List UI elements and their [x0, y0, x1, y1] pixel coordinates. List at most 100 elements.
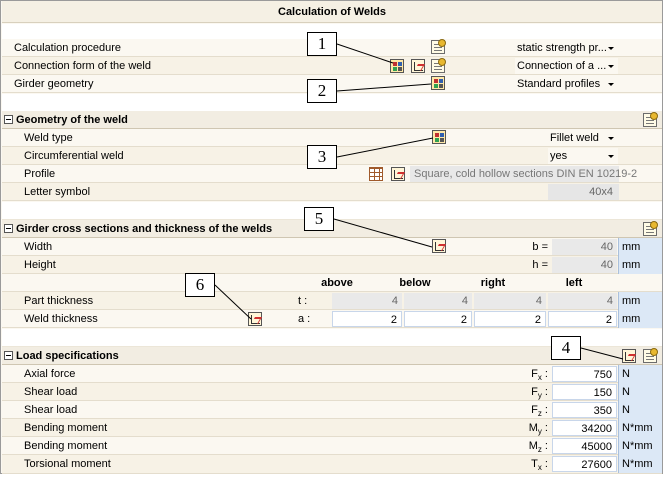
- load-unit[interactable]: N*mm: [618, 419, 662, 437]
- row-axial-force: Axial force Fx : 750 N: [2, 365, 662, 383]
- callout-4: 4: [551, 336, 581, 360]
- info-doc-icon[interactable]: [643, 112, 658, 127]
- section-header: Load specifications: [4, 347, 119, 365]
- table-icon[interactable]: [369, 167, 383, 181]
- window-title: Calculation of Welds: [2, 1, 662, 23]
- symbol-subscript: y: [537, 391, 542, 401]
- section-load-specifications[interactable]: Load specifications: [2, 347, 662, 365]
- row-shear-load-z: Shear load Fz : 350 N: [2, 401, 662, 419]
- girder-geometry-select[interactable]: Standard profiles: [515, 76, 618, 92]
- circumferential-weld-select[interactable]: yes: [548, 148, 618, 164]
- collapse-toggle-icon[interactable]: [4, 115, 13, 124]
- weld-thickness-above[interactable]: 2: [332, 311, 402, 327]
- load-symbol: My :: [528, 422, 548, 437]
- info-doc-icon[interactable]: [643, 348, 658, 363]
- bending-moment-y-input[interactable]: 34200: [552, 420, 617, 436]
- calc-procedure-select[interactable]: static strength pr...: [515, 40, 618, 56]
- info-doc-icon[interactable]: [643, 221, 658, 236]
- symbol-subscript: z: [537, 445, 542, 455]
- info-doc-icon[interactable]: [431, 58, 446, 73]
- height-unit[interactable]: mm: [618, 256, 662, 274]
- symbol-subscript: x: [537, 463, 542, 473]
- part-thickness-below[interactable]: 4: [404, 293, 472, 309]
- letter-symbol-value: 40x4: [548, 184, 619, 200]
- symbol-letter: M: [528, 440, 538, 452]
- row-bending-moment-y: Bending moment My : 34200 N*mm: [2, 419, 662, 437]
- load-label: Axial force: [24, 368, 76, 380]
- row-shear-load-y: Shear load Fy : 150 N: [2, 383, 662, 401]
- load-label: Shear load: [24, 386, 78, 398]
- column-header-below: below: [399, 277, 431, 289]
- girder-geometry-label: Girder geometry: [14, 78, 94, 90]
- row-column-headers: above below right left: [2, 274, 662, 292]
- load-unit[interactable]: N*mm: [618, 437, 662, 455]
- load-unit[interactable]: N: [618, 365, 662, 383]
- row-bending-moment-z: Bending moment Mz : 45000 N*mm: [2, 437, 662, 455]
- chevron-down-icon[interactable]: [606, 59, 616, 73]
- chevron-down-icon[interactable]: [606, 41, 616, 55]
- height-symbol: h =: [532, 259, 548, 271]
- weld-type-select[interactable]: Fillet weld: [548, 130, 618, 146]
- callout-6: 6: [185, 273, 215, 297]
- width-symbol: b =: [532, 241, 548, 253]
- weld-thickness-left[interactable]: 2: [548, 311, 617, 327]
- calculator-icon[interactable]: [432, 130, 446, 144]
- height-value[interactable]: 40: [552, 257, 617, 273]
- load-unit[interactable]: N: [618, 383, 662, 401]
- load-symbol: Fx :: [531, 368, 548, 383]
- callout-5: 5: [304, 207, 334, 231]
- symbol-letter: F: [531, 386, 538, 398]
- part-thickness-above[interactable]: 4: [332, 293, 402, 309]
- weld-thickness-label: Weld thickness: [24, 313, 98, 325]
- section-geometry-of-weld[interactable]: Geometry of the weld: [2, 111, 662, 129]
- section-title: Geometry of the weld: [16, 114, 128, 126]
- load-label: Torsional moment: [24, 458, 111, 470]
- graph-icon[interactable]: [432, 239, 446, 253]
- weld-thickness-unit[interactable]: mm: [618, 310, 662, 328]
- width-value[interactable]: 40: [552, 239, 617, 255]
- chevron-down-icon[interactable]: [606, 131, 616, 145]
- load-symbol: Fz :: [531, 404, 548, 419]
- column-header-above: above: [321, 277, 353, 289]
- shear-load-z-input[interactable]: 350: [552, 402, 617, 418]
- collapse-toggle-icon[interactable]: [4, 351, 13, 360]
- graph-icon[interactable]: [622, 349, 636, 363]
- calculator-icon[interactable]: [431, 76, 445, 90]
- chevron-down-icon[interactable]: [606, 149, 616, 163]
- row-width: Width b = 40 mm: [2, 238, 662, 256]
- calculator-icon[interactable]: [390, 59, 404, 73]
- collapse-toggle-icon[interactable]: [4, 224, 13, 233]
- letter-symbol-label: Letter symbol: [24, 186, 91, 198]
- graph-icon[interactable]: [248, 312, 262, 326]
- bending-moment-z-input[interactable]: 45000: [552, 438, 617, 454]
- chevron-down-icon[interactable]: [606, 77, 616, 91]
- row-letter-symbol: Letter symbol 40x4: [2, 183, 662, 201]
- symbol-subscript: x: [537, 373, 542, 383]
- weld-thickness-right[interactable]: 2: [474, 311, 546, 327]
- graph-icon[interactable]: [391, 167, 405, 181]
- part-thickness-unit[interactable]: mm: [618, 292, 662, 310]
- row-torsional-moment: Torsional moment Tx : 27600 N*mm: [2, 455, 662, 474]
- part-thickness-right[interactable]: 4: [474, 293, 546, 309]
- shear-load-y-input[interactable]: 150: [552, 384, 617, 400]
- width-label: Width: [24, 241, 53, 253]
- section-title: Load specifications: [16, 350, 119, 362]
- profile-value: Square, cold hollow sections DIN EN 1021…: [410, 166, 637, 182]
- symbol-letter: M: [528, 422, 538, 434]
- weld-thickness-below[interactable]: 2: [404, 311, 472, 327]
- torsional-moment-input[interactable]: 27600: [552, 456, 617, 472]
- width-unit[interactable]: mm: [618, 238, 662, 256]
- column-header-left: left: [565, 277, 583, 289]
- part-thickness-left[interactable]: 4: [548, 293, 617, 309]
- section-header: Geometry of the weld: [4, 111, 128, 129]
- load-unit[interactable]: N: [618, 401, 662, 419]
- symbol-letter: F: [531, 404, 538, 416]
- connection-form-select[interactable]: Connection of a ...: [515, 58, 618, 74]
- load-symbol: Fy :: [531, 386, 548, 401]
- load-unit[interactable]: N*mm: [618, 455, 662, 473]
- info-doc-icon[interactable]: [431, 39, 446, 54]
- graph-icon[interactable]: [411, 59, 425, 73]
- row-weld-thickness: Weld thickness a : 2 2 2 2 mm: [2, 310, 662, 328]
- axial-force-input[interactable]: 750: [552, 366, 617, 382]
- symbol-subscript: z: [537, 409, 542, 419]
